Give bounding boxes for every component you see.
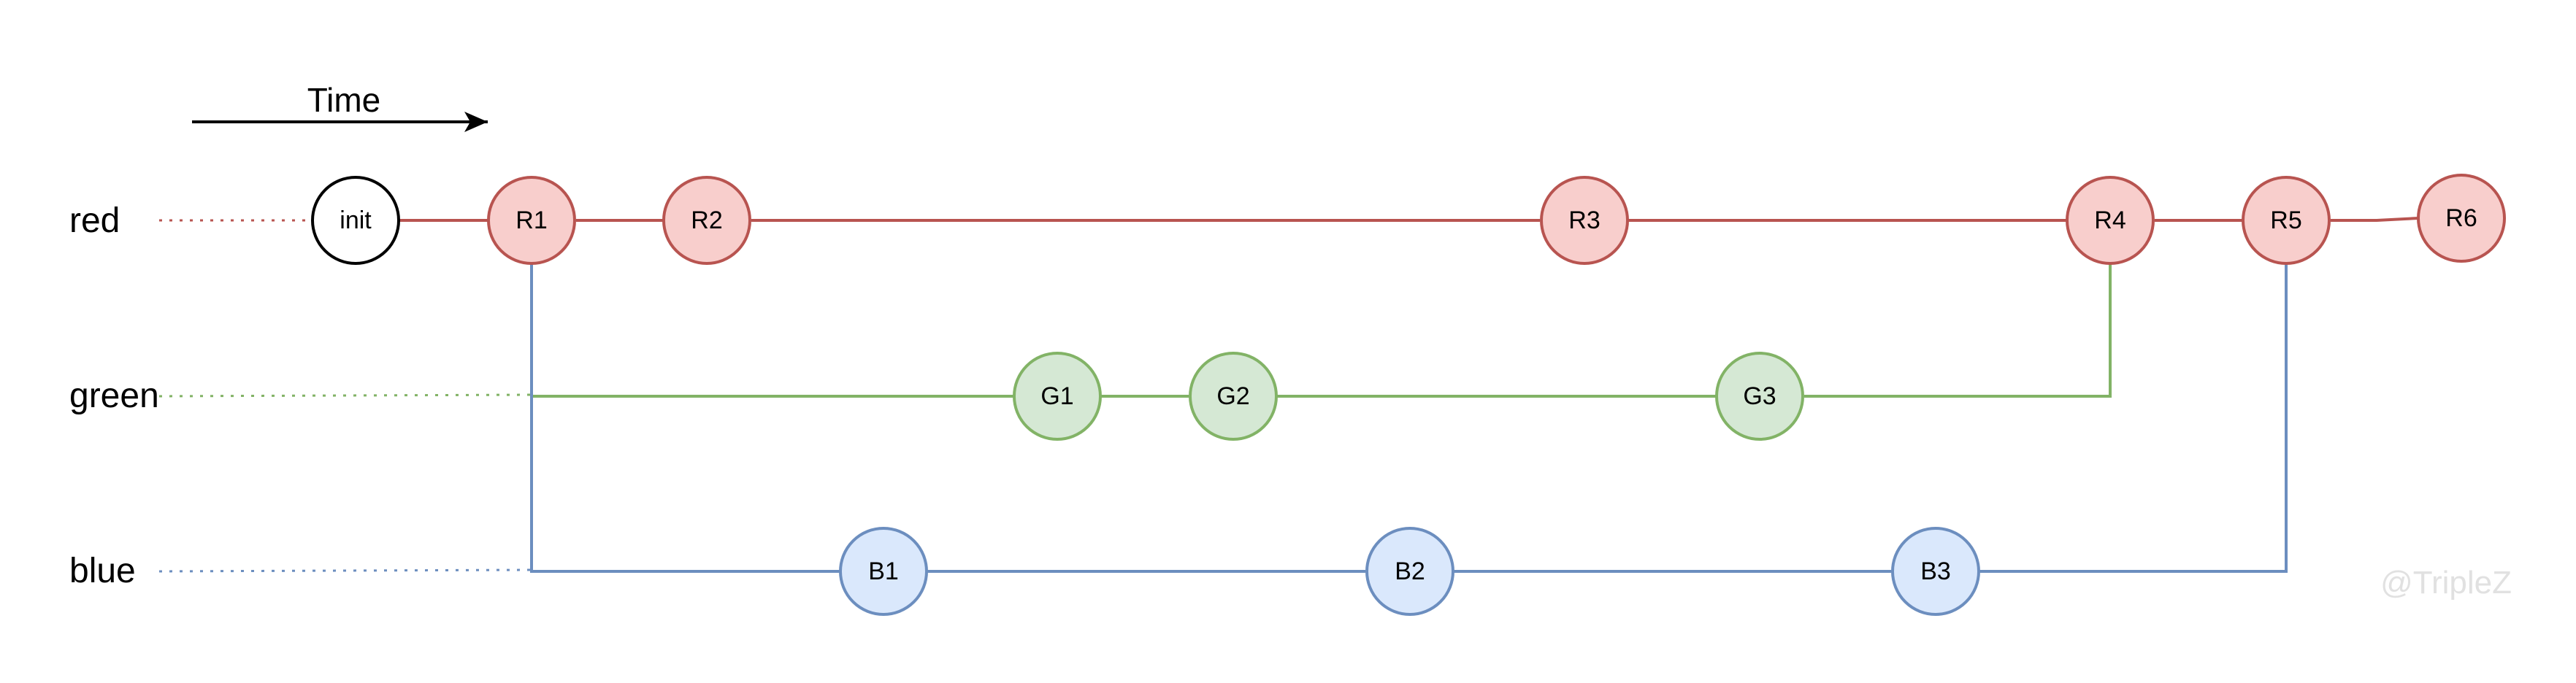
node-circle [1013, 352, 1102, 441]
node-label: R3 [1568, 207, 1600, 234]
node-label: R2 [691, 207, 722, 234]
node-label: B3 [1920, 557, 1951, 585]
node-circle [1365, 527, 1454, 616]
node-r4: R4 [2066, 176, 2155, 265]
node-label: B2 [1395, 557, 1425, 585]
edge-r1-b1 [530, 396, 840, 573]
node-r6: R6 [2417, 174, 2506, 263]
node-circle [1891, 527, 1980, 616]
node-label: R1 [515, 207, 547, 234]
node-label: R5 [2270, 207, 2301, 234]
node-r1: R1 [487, 176, 576, 265]
node-circle [1540, 176, 1629, 265]
node-label: init [340, 207, 372, 234]
lane-label-red: red [69, 201, 120, 240]
time-label: Time [307, 81, 381, 119]
node-r3: R3 [1540, 176, 1629, 265]
node-r2: R2 [662, 176, 751, 265]
node-r5: R5 [2242, 176, 2331, 265]
lane-guide-blue [158, 568, 531, 573]
node-circle [487, 176, 576, 265]
node-label: R4 [2094, 207, 2125, 234]
watermark: @TripleZ [2380, 565, 2512, 601]
edge-b3-r5 [1979, 264, 2288, 573]
edge-r5-r6 [2331, 217, 2419, 222]
node-circle [1189, 352, 1278, 441]
edges-layer [399, 217, 2419, 573]
node-init: init [311, 176, 400, 265]
node-circle [662, 176, 751, 265]
node-circle [311, 176, 400, 265]
node-circle [2242, 176, 2331, 265]
lane-label-green: green [69, 377, 159, 415]
node-circle [2066, 176, 2155, 265]
node-label: B1 [868, 557, 899, 585]
node-b3: B3 [1891, 527, 1980, 616]
node-g2: G2 [1189, 352, 1278, 441]
node-g3: G3 [1715, 352, 1804, 441]
node-label: G1 [1040, 382, 1073, 410]
edge-g3-r4 [1804, 264, 2112, 398]
node-circle [1715, 352, 1804, 441]
lane-guide-green [158, 393, 531, 398]
node-circle [839, 527, 928, 616]
time-arrow-head-icon [464, 112, 488, 132]
node-circle [2417, 174, 2506, 263]
node-label: G2 [1216, 382, 1249, 410]
edge-r1-g1 [530, 264, 1013, 398]
lane-label-blue: blue [69, 552, 136, 590]
node-label: R6 [2445, 204, 2477, 232]
node-label: G3 [1743, 382, 1776, 410]
node-g1: G1 [1013, 352, 1102, 441]
node-b1: B1 [839, 527, 928, 616]
node-b2: B2 [1365, 527, 1454, 616]
